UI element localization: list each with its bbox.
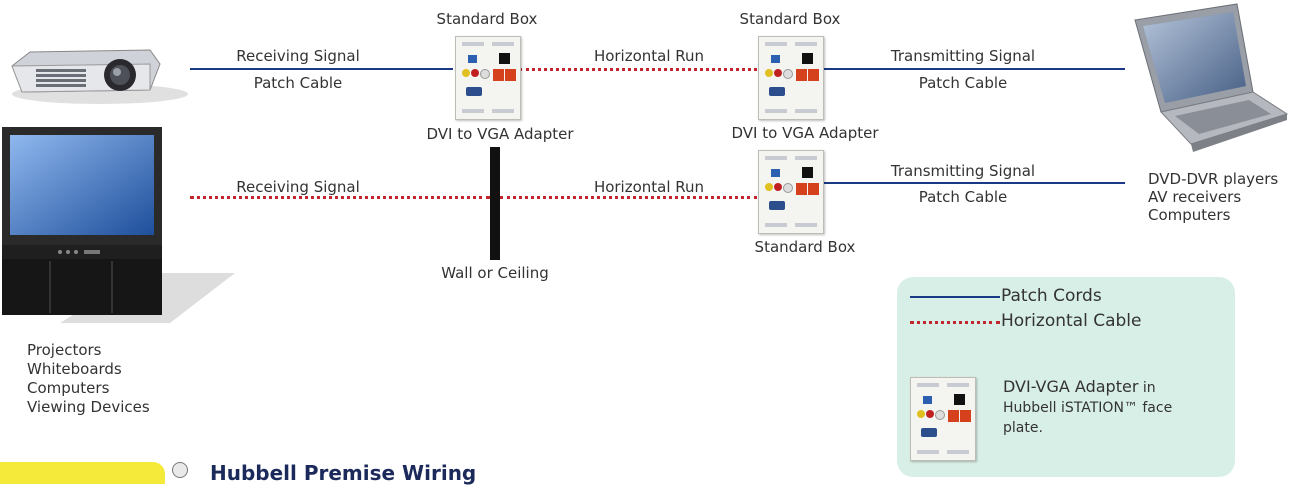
label-horizontal-run-top: Horizontal Run [593, 47, 705, 65]
list-item: Whiteboards [27, 360, 122, 378]
legend-horizontal-cable-label: Horizontal Cable [1001, 311, 1142, 331]
label-transmitting-signal-bottom: Transmitting Signal [890, 162, 1036, 180]
list-item: DVD-DVR players [1148, 170, 1279, 188]
legend-adapter-note: DVI-VGA Adapter in Hubbell iSTATION™ fac… [1003, 377, 1203, 438]
wall-or-ceiling-bar [490, 147, 500, 260]
label-patch-cable-right-bottom: Patch Cable [918, 188, 1008, 206]
patch-cord-top-left [190, 68, 453, 70]
globe-icon [172, 462, 188, 478]
legend-horizontal-cable-swatch [910, 321, 1000, 324]
horizontal-cable-top [519, 68, 757, 71]
label-receiving-signal-top: Receiving Signal [236, 47, 360, 65]
right-device-list: DVD-DVR players AV receivers Computers [1148, 170, 1278, 224]
patch-cord-top-right [822, 68, 1125, 70]
projector-image [11, 49, 188, 104]
label-dvi-vga-1: DVI to VGA Adapter [426, 125, 574, 143]
standard-box-plate-2 [758, 36, 824, 120]
label-patch-cable-right-top: Patch Cable [918, 74, 1008, 92]
label-dvi-vga-2: DVI to VGA Adapter [731, 124, 879, 142]
label-horizontal-run-bottom: Horizontal Run [593, 178, 705, 196]
list-item: AV receivers [1148, 188, 1242, 206]
list-item: Projectors [27, 341, 102, 359]
label-standard-box-2: Standard Box [739, 10, 841, 28]
legend-patch-cord-swatch [910, 296, 1000, 298]
footer-tab [0, 462, 165, 484]
patch-cord-bottom-right [822, 182, 1125, 184]
left-device-list: Projectors Whiteboards Computers Viewing… [27, 341, 150, 417]
legend-adapter-plate [910, 377, 976, 461]
label-receiving-signal-bottom: Receiving Signal [236, 178, 360, 196]
list-item: Viewing Devices [27, 398, 150, 416]
legend-adapter-text: in Hubbell iSTATION™ face plate. [1003, 380, 1173, 436]
label-standard-box-1: Standard Box [436, 10, 538, 28]
legend-patch-cords-label: Patch Cords [1001, 286, 1102, 306]
label-transmitting-signal-top: Transmitting Signal [890, 47, 1036, 65]
list-item: Computers [1148, 206, 1231, 224]
label-standard-box-3: Standard Box [754, 238, 856, 256]
list-item: Computers [27, 379, 110, 397]
label-patch-cable-left: Patch Cable [253, 74, 343, 92]
laptop-image [1134, 3, 1289, 152]
horizontal-cable-bottom-right [500, 196, 757, 199]
legend-box: Patch Cords Horizontal Cable DVI-VGA Ada… [897, 277, 1235, 477]
footer-title: Hubbell Premise Wiring [210, 461, 477, 485]
standard-box-plate-3 [758, 150, 824, 234]
horizontal-cable-bottom-left [190, 196, 490, 199]
label-wall-or-ceiling: Wall or Ceiling [441, 264, 549, 282]
television-image [2, 127, 235, 323]
standard-box-plate-1 [455, 36, 521, 120]
legend-adapter-title: DVI-VGA Adapter [1003, 377, 1139, 396]
